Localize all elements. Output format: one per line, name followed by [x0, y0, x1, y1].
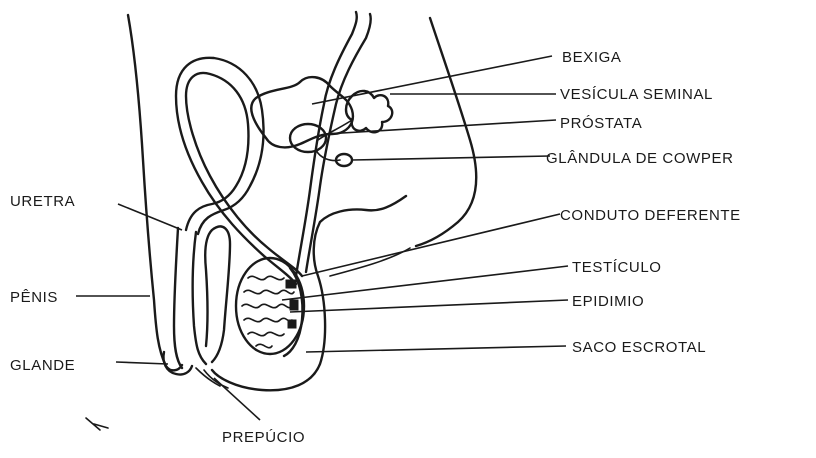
leader-prostata: [326, 120, 556, 134]
back-outline: [416, 18, 476, 246]
label-testiculo: TESTÍCULO: [572, 259, 662, 276]
label-epididimo: EPIDIMIO: [572, 293, 644, 310]
leader-glande: [116, 362, 168, 364]
penis-shaft-inner: [193, 232, 206, 364]
label-conduto-deferente: CONDUTO DEFERENTE: [560, 207, 741, 224]
label-prepucio: PREPÚCIO: [222, 429, 305, 446]
epididymis-shading-2: [290, 300, 298, 310]
leader-cowper: [352, 156, 550, 160]
epididymis-shading-3: [288, 320, 296, 328]
penis-shaft-outer: [174, 228, 182, 368]
epididymis-shading-1: [286, 280, 296, 288]
leader-uretra: [118, 204, 182, 230]
scan-mark: [86, 418, 108, 430]
label-uretra: URETRA: [10, 193, 75, 210]
scrotum-outline: [212, 196, 406, 390]
label-penis: PÊNIS: [10, 289, 58, 306]
leader-bexiga: [312, 56, 552, 104]
label-saco-escrotal: SACO ESCROTAL: [572, 339, 706, 356]
leader-saco: [306, 346, 566, 352]
label-glandula-cowper: GLÂNDULA DE COWPER: [546, 150, 734, 167]
penis-corpus: [205, 226, 230, 362]
label-prostata: PRÓSTATA: [560, 115, 642, 132]
bladder: [251, 77, 353, 147]
label-glande: GLANDE: [10, 357, 75, 374]
leader-conduto: [302, 214, 560, 276]
leader-epididimo: [290, 300, 568, 312]
label-vesicula-seminal: VESÍCULA SEMINAL: [560, 86, 713, 103]
urethra-tube: [186, 73, 302, 276]
label-bexiga: BEXIGA: [562, 49, 621, 66]
